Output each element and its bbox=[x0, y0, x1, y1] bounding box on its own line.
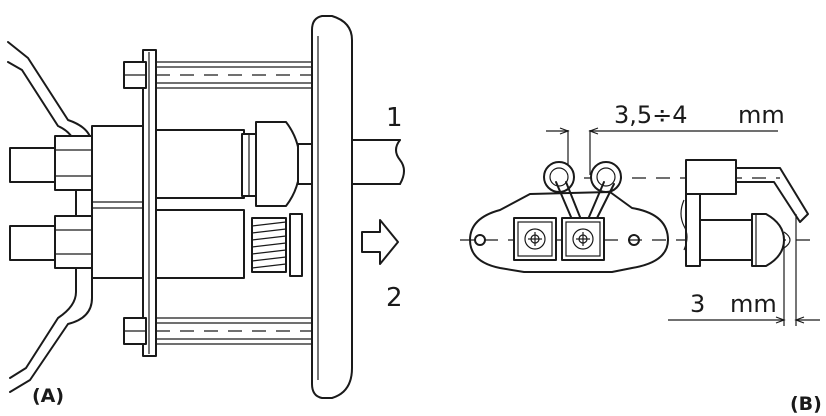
airflow-arrow bbox=[361, 219, 399, 265]
callout-1: 1 bbox=[386, 103, 403, 133]
terminal-block-right bbox=[561, 217, 605, 261]
insulator-lower bbox=[155, 209, 245, 279]
callout-2: 2 bbox=[386, 283, 403, 313]
tie-rod-lower bbox=[123, 317, 318, 345]
terminal-block-left bbox=[513, 217, 557, 261]
burner-flange bbox=[311, 15, 353, 399]
figure-b-label: (B) bbox=[790, 393, 822, 415]
electrode-ring-right bbox=[590, 161, 622, 193]
hex-nut-lower bbox=[54, 215, 94, 269]
holder-hole-left bbox=[474, 234, 486, 246]
insulator-upper bbox=[155, 129, 245, 199]
gap-value: 3,5÷4 bbox=[614, 101, 688, 129]
figure-a-label: (A) bbox=[32, 385, 64, 407]
tip-dimension: 3 mm bbox=[668, 214, 820, 326]
terminal-stud-lower bbox=[9, 225, 56, 261]
terminal-stud-upper bbox=[9, 147, 56, 183]
tie-rod-upper bbox=[123, 61, 318, 89]
gap-unit: mm bbox=[738, 101, 785, 129]
coupling-fitting bbox=[241, 121, 317, 207]
tip-value: 3 bbox=[690, 290, 705, 318]
spring-coil bbox=[251, 213, 303, 277]
tip-unit: mm bbox=[730, 290, 777, 318]
hex-nut-upper bbox=[54, 135, 94, 191]
blast-tube bbox=[351, 139, 405, 185]
figure-a-assembly: 1 2 (A) bbox=[7, 15, 405, 407]
figure-b-electrode-detail: 3,5÷4 mm bbox=[460, 101, 822, 415]
electrode-side-view bbox=[680, 159, 809, 267]
gap-dimension: 3,5÷4 mm bbox=[546, 101, 785, 175]
